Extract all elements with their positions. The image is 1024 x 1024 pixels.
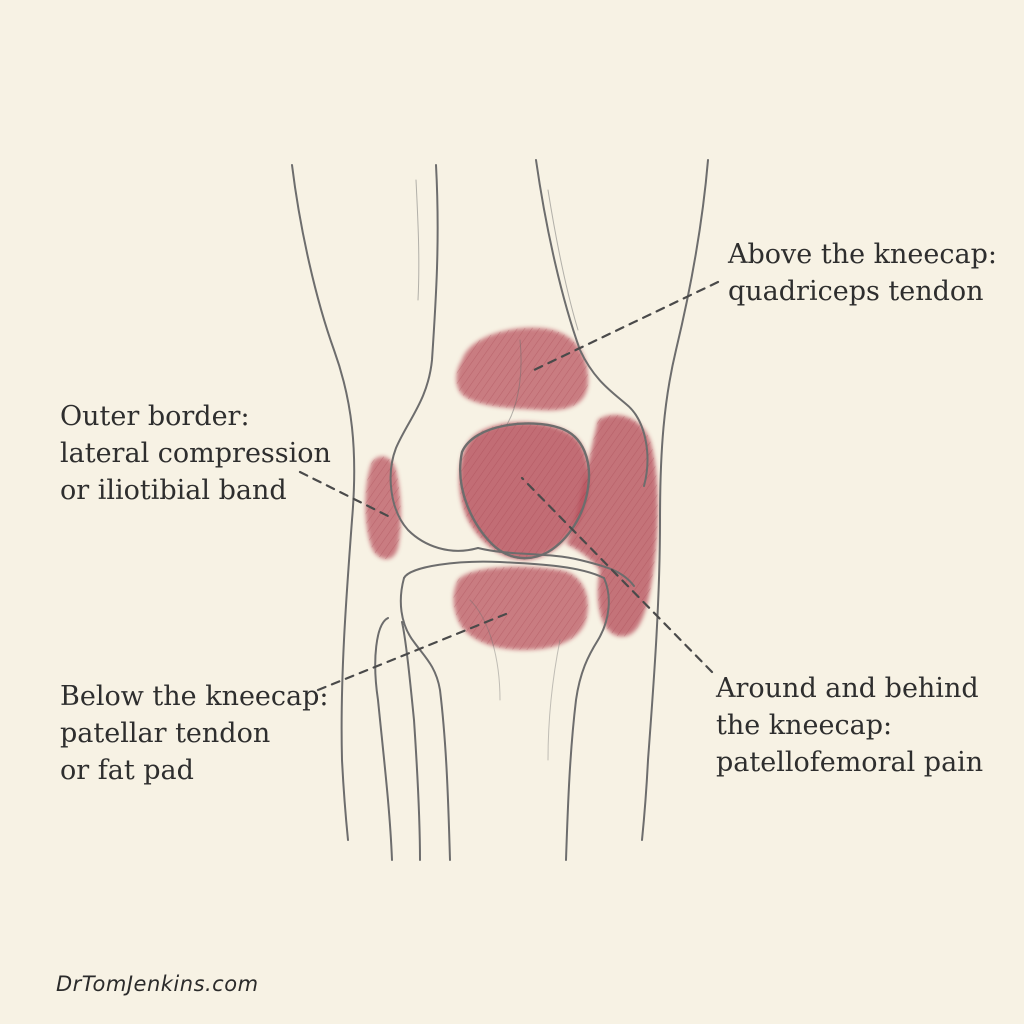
label-line: Above the kneecap:	[728, 239, 997, 270]
leader-line-around	[520, 476, 714, 674]
label-line: or iliotibial band	[60, 475, 287, 506]
label-line: quadriceps tendon	[728, 276, 984, 307]
pain-region-kneecap	[459, 422, 589, 560]
label-line: Below the kneecap:	[60, 681, 329, 712]
leg-outline	[291, 159, 709, 861]
label-line: or fat pad	[60, 755, 194, 786]
pain-region-patellar-tendon	[453, 566, 588, 650]
site-watermark: DrTomJenkins.com	[56, 972, 259, 996]
label-patellofemoral-pain: Around and behind the kneecap: patellofe…	[716, 670, 983, 781]
label-line: patellar tendon	[60, 718, 271, 749]
leader-lines	[298, 280, 720, 692]
label-line: lateral compression	[60, 438, 331, 469]
leader-line-above	[532, 280, 720, 372]
label-line: Around and behind	[716, 673, 979, 704]
leader-line-outer	[298, 470, 394, 520]
leader-line-below	[316, 612, 508, 692]
pain-region-outer-border	[365, 456, 401, 560]
label-line: patellofemoral pain	[716, 747, 984, 778]
label-quadriceps-tendon: Above the kneecap: quadriceps tendon	[728, 236, 997, 310]
pain-region-quadriceps	[456, 327, 589, 411]
label-patellar-tendon: Below the kneecap: patellar tendon or fa…	[60, 678, 329, 789]
label-outer-border: Outer border: lateral compression or ili…	[60, 398, 331, 509]
label-line: Outer border:	[60, 401, 250, 432]
label-line: the kneecap:	[716, 710, 893, 741]
